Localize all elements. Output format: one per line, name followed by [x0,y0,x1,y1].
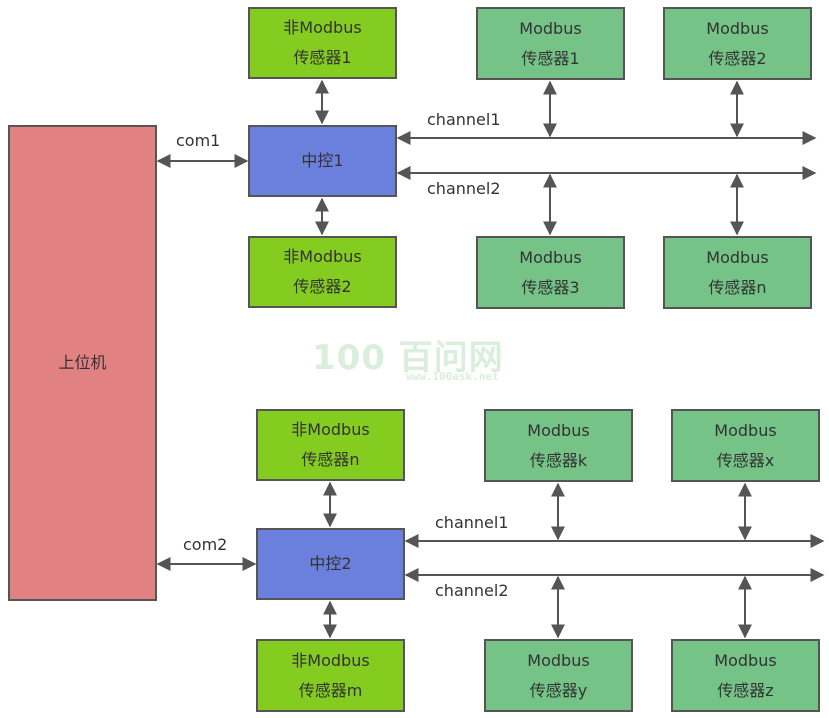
modbus-sensor-n: Modbus 传感器n [663,236,812,309]
modbus-sensor-k: Modbus 传感器k [484,409,633,482]
group2-channel2-label: channel2 [435,581,509,600]
com2-label: com2 [183,535,228,554]
non-modbus-sensor-2: 非Modbus 传感器2 [248,236,397,308]
com1-label: com1 [176,131,221,150]
controller-2: 中控2 [256,528,405,600]
group1-channel2-label: channel2 [427,179,501,198]
non-modbus-sensor-n: 非Modbus 传感器n [256,409,405,481]
modbus-sensor-3: Modbus 传感器3 [476,236,625,309]
modbus-sensor-1: Modbus 传感器1 [476,7,625,80]
host-label: 上位机 [58,353,107,372]
group2-channel1-label: channel1 [435,513,509,532]
modbus-sensor-y: Modbus 传感器y [484,639,633,712]
group1-channel1-label: channel1 [427,110,501,129]
watermark-logo: 100 百问网 www.100ask.net [312,330,522,386]
watermark-text: 100 百问网 [312,338,504,378]
modbus-sensor-x: Modbus 传感器x [671,409,820,482]
modbus-sensor-z: Modbus 传感器z [671,639,820,712]
controller-1: 中控1 [248,125,397,197]
non-modbus-sensor-m: 非Modbus 传感器m [256,639,405,712]
host-computer: 上位机 [8,125,157,601]
controller-1-label: 中控1 [301,151,344,170]
modbus-sensor-2: Modbus 传感器2 [663,7,812,80]
controller-2-label: 中控2 [309,554,352,573]
watermark-url: www.100ask.net [406,370,499,383]
non-modbus-sensor-1: 非Modbus 传感器1 [248,7,397,79]
